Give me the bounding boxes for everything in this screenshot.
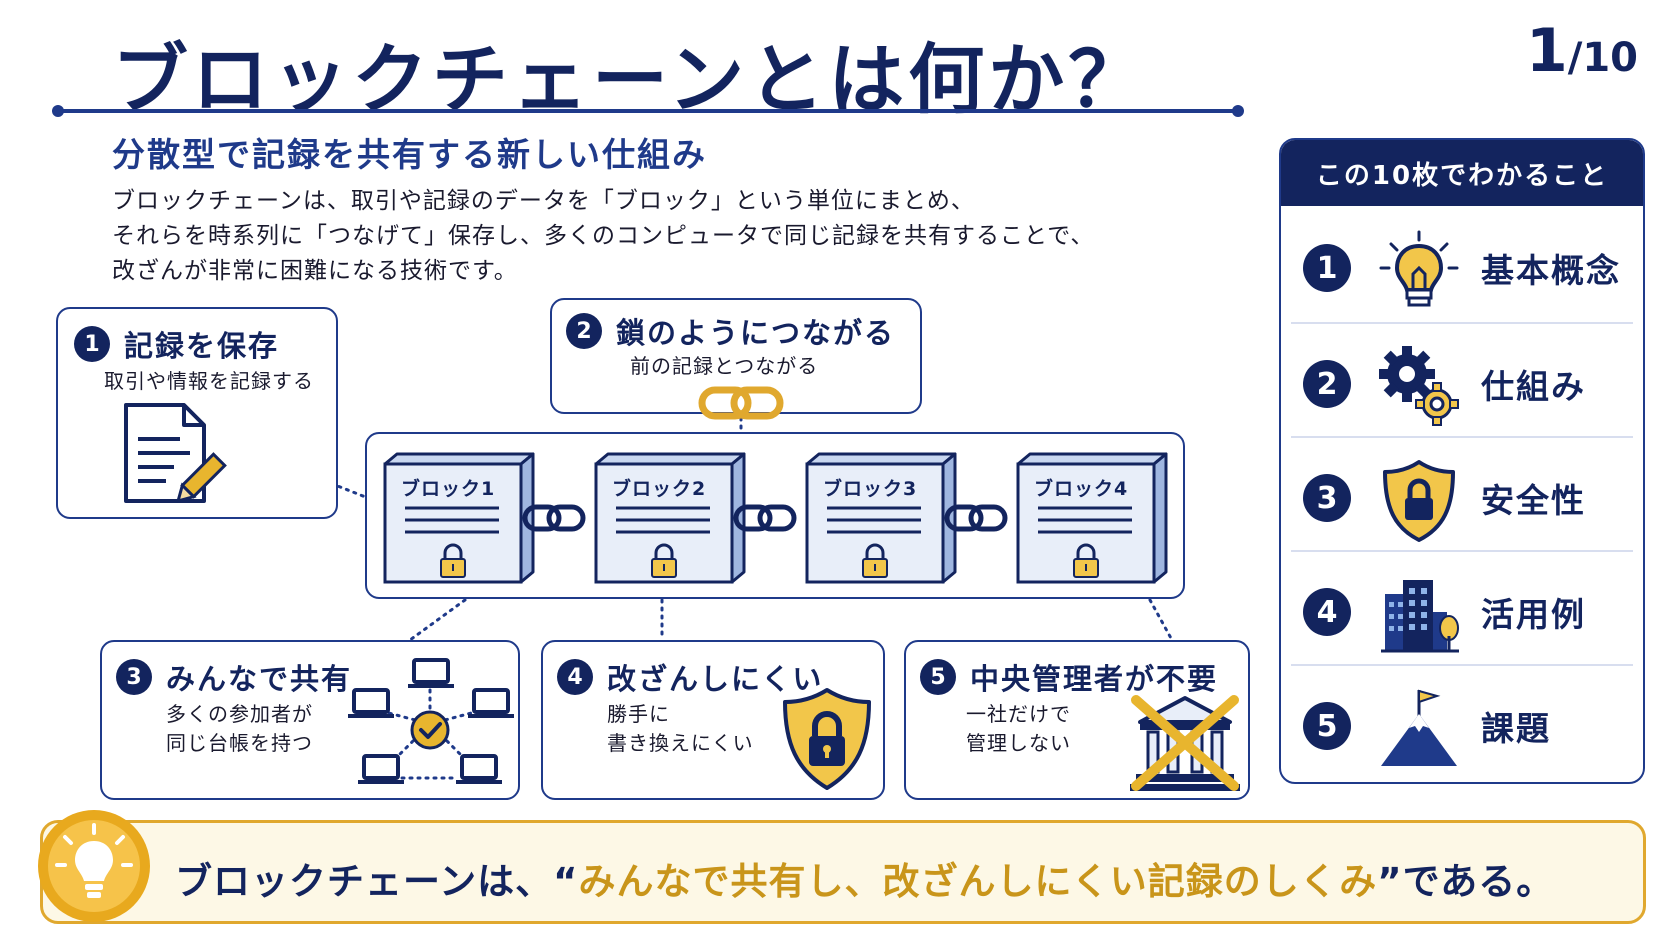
chain-block: ブロック1 bbox=[381, 452, 535, 584]
building-icon bbox=[1381, 580, 1459, 653]
document-pencil-icon bbox=[124, 403, 227, 504]
sidebar-divider bbox=[1291, 664, 1633, 666]
summary-prefix: ブロックチェーンは、 bbox=[175, 860, 554, 903]
sidebar-item-security[interactable]: 3 安全性 bbox=[1281, 438, 1643, 552]
page-subtitle: 分散型で記録を共有する新しい仕組み bbox=[112, 135, 707, 174]
sidebar-divider bbox=[1291, 322, 1633, 324]
sidebar-item-mechanism[interactable]: 2 仕組み bbox=[1281, 324, 1643, 438]
sidebar-item-label: 安全性 bbox=[1481, 481, 1586, 520]
sidebar-item-label: 活用例 bbox=[1481, 595, 1586, 634]
lightbulb-icon bbox=[38, 810, 150, 922]
contents-sidebar: この10枚でわかること 1 基本概念 2 bbox=[1279, 138, 1645, 784]
feature-description: 一社だけで 管理しない bbox=[966, 700, 1071, 758]
description-line: ブロックチェーンは、取引や記録のデータを「ブロック」という単位にまとめ、 bbox=[112, 188, 975, 214]
feature-number: 1 bbox=[74, 326, 110, 362]
sidebar-item-number: 5 bbox=[1303, 702, 1351, 750]
summary-suffix: である。 bbox=[1402, 860, 1555, 903]
feature-card-tamper: 4 改ざんしにくい 勝手に 書き換えにくい bbox=[541, 640, 885, 800]
chain-block: ブロック3 bbox=[803, 452, 957, 584]
summary-highlight: みんなで共有し、改ざんしにくい記録のしくみ bbox=[578, 860, 1378, 903]
gears-icon bbox=[1379, 346, 1459, 426]
chain-link-icon bbox=[944, 504, 1008, 532]
feature-card-record: 1 記録を保存 取引や情報を記録する bbox=[56, 307, 338, 519]
sidebar-item-challenges[interactable]: 5 課題 bbox=[1281, 666, 1643, 780]
block-cube-icon bbox=[1016, 452, 1168, 584]
title-divider bbox=[52, 105, 1244, 117]
feature-card-share: 3 みんなで共有 多くの参加者が 同じ台帳を持つ bbox=[100, 640, 520, 800]
page-total: /10 bbox=[1567, 35, 1638, 81]
page-current: 1 bbox=[1525, 16, 1568, 86]
feature-title: 中央管理者が不要 bbox=[970, 662, 1219, 696]
description: ブロックチェーンは、取引や記録のデータを「ブロック」という単位にまとめ、 それら… bbox=[112, 184, 1094, 289]
page-indicator: 1/10 bbox=[1526, 16, 1638, 86]
shield-lock-icon bbox=[783, 688, 871, 790]
sidebar-item-label: 仕組み bbox=[1481, 367, 1586, 406]
feature-description-line: 管理しない bbox=[966, 731, 1071, 755]
block-label: ブロック2 bbox=[612, 478, 707, 500]
chain-link-icon bbox=[522, 504, 586, 532]
feature-number: 3 bbox=[116, 659, 152, 695]
sidebar-divider bbox=[1291, 550, 1633, 552]
block-label: ブロック3 bbox=[823, 478, 918, 500]
chain-link-icon bbox=[733, 504, 797, 532]
feature-description: 勝手に 書き換えにくい bbox=[607, 700, 754, 758]
feature-description: 多くの参加者が 同じ台帳を持つ bbox=[166, 700, 313, 758]
block-cube-icon bbox=[594, 452, 746, 584]
feature-title: 改ざんしにくい bbox=[607, 662, 824, 696]
feature-description: 取引や情報を記録する bbox=[104, 369, 314, 393]
chain-link-icon bbox=[698, 386, 784, 420]
sidebar-item-label: 課題 bbox=[1481, 709, 1551, 748]
feature-title: 記録を保存 bbox=[124, 329, 280, 363]
network-laptops-icon bbox=[348, 658, 514, 784]
feature-title: 鎖のようにつながる bbox=[616, 316, 896, 350]
feature-card-decentralized: 5 中央管理者が不要 一社だけで 管理しない bbox=[904, 640, 1250, 800]
mountain-flag-icon bbox=[1381, 689, 1457, 766]
feature-number: 5 bbox=[920, 659, 956, 695]
block-cube-icon bbox=[805, 452, 957, 584]
sidebar-item-number: 3 bbox=[1303, 474, 1351, 522]
summary-banner: ブロックチェーンは、“みんなで共有し、改ざんしにくい記録のしくみ”である。 bbox=[38, 810, 1646, 924]
summary-quote-close: ” bbox=[1377, 860, 1403, 903]
feature-description-line: 同じ台帳を持つ bbox=[166, 731, 313, 755]
chain-block: ブロック2 bbox=[592, 452, 746, 584]
lightbulb-icon bbox=[1379, 230, 1459, 307]
block-label: ブロック4 bbox=[1034, 478, 1129, 500]
sidebar-item-basics[interactable]: 1 基本概念 bbox=[1281, 208, 1643, 322]
shield-lock-icon bbox=[1383, 460, 1455, 542]
block-cube-icon bbox=[383, 452, 535, 584]
feature-description-line: 多くの参加者が bbox=[166, 702, 313, 726]
sidebar-item-label: 基本概念 bbox=[1481, 251, 1621, 290]
crossed-bank-icon bbox=[1130, 695, 1240, 791]
sidebar-item-number: 1 bbox=[1303, 244, 1351, 292]
description-line: それらを時系列に「つなげて」保存し、多くのコンピュータで同じ記録を共有することで… bbox=[112, 223, 1095, 249]
feature-number: 4 bbox=[557, 659, 593, 695]
feature-description-line: 書き換えにくい bbox=[607, 731, 754, 755]
sidebar-title: この10枚でわかること bbox=[1281, 140, 1643, 206]
block-label: ブロック1 bbox=[401, 478, 496, 500]
feature-description-line: 一社だけで bbox=[966, 702, 1071, 726]
feature-title: みんなで共有 bbox=[166, 662, 353, 696]
sidebar-item-number: 4 bbox=[1303, 588, 1351, 636]
sidebar-item-number: 2 bbox=[1303, 360, 1351, 408]
summary-quote-open: “ bbox=[553, 860, 579, 903]
feature-description: 前の記録とつながる bbox=[630, 354, 819, 378]
feature-number: 2 bbox=[566, 313, 602, 349]
sidebar-item-use-cases[interactable]: 4 活用例 bbox=[1281, 552, 1643, 666]
chain-block: ブロック4 bbox=[1014, 452, 1168, 584]
sidebar-divider bbox=[1291, 436, 1633, 438]
summary-text: ブロックチェーンは、“みんなで共有し、改ざんしにくい記録のしくみ”である。 bbox=[175, 851, 1554, 905]
feature-description-line: 勝手に bbox=[607, 702, 670, 726]
description-line: 改ざんが非常に困難になる技術です。 bbox=[112, 258, 518, 284]
